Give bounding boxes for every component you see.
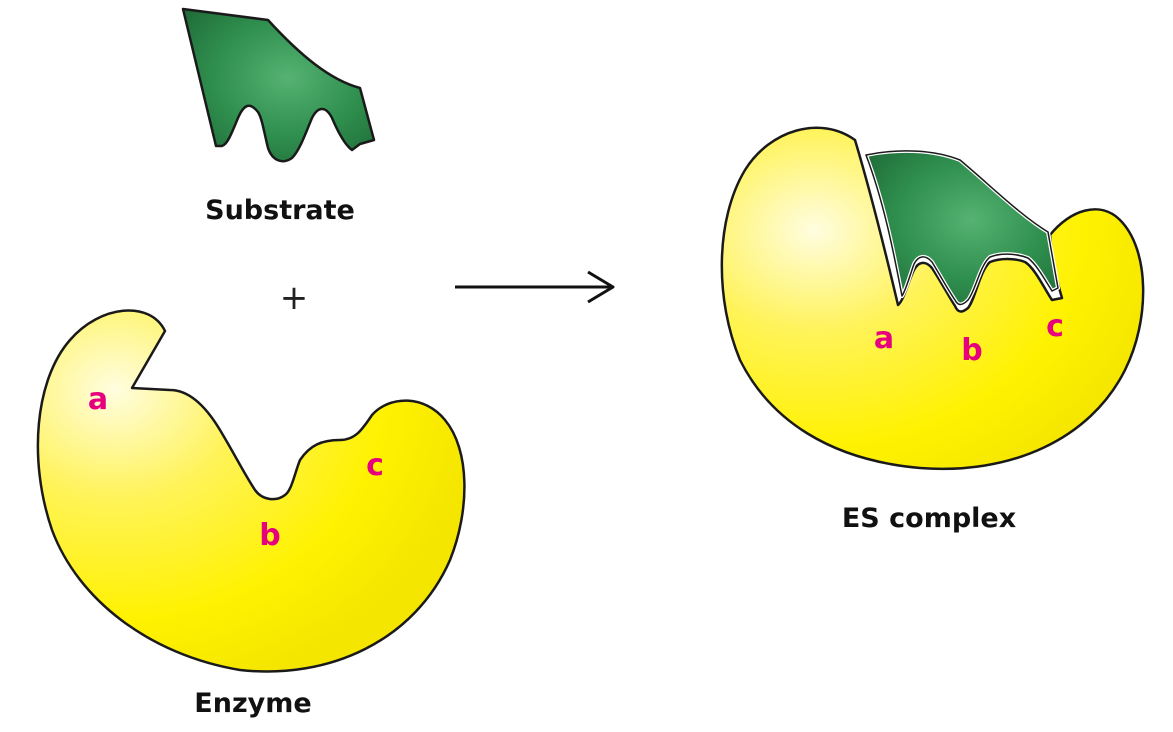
complex-site-b-label: b — [961, 333, 982, 368]
substrate-group: Substrate — [181, 7, 376, 226]
enzyme-group: a b c Enzyme — [36, 309, 466, 719]
es-complex-group: a b c ES complex — [720, 126, 1145, 534]
substrate-label: Substrate — [205, 195, 355, 226]
plus-sign: + — [280, 278, 309, 318]
enzyme-label: Enzyme — [194, 688, 311, 719]
complex-site-c-label: c — [1046, 309, 1064, 344]
enzyme-site-c-label: c — [366, 448, 384, 483]
enzyme-site-a-label: a — [88, 382, 108, 417]
enzyme-shape — [36, 309, 466, 673]
enzyme-site-b-label: b — [259, 518, 280, 553]
reaction-arrow — [455, 270, 615, 304]
es-complex-label: ES complex — [842, 503, 1016, 534]
substrate-shape — [181, 7, 376, 163]
es-complex-enzyme-shape — [720, 126, 1145, 471]
complex-site-a-label: a — [874, 321, 894, 356]
